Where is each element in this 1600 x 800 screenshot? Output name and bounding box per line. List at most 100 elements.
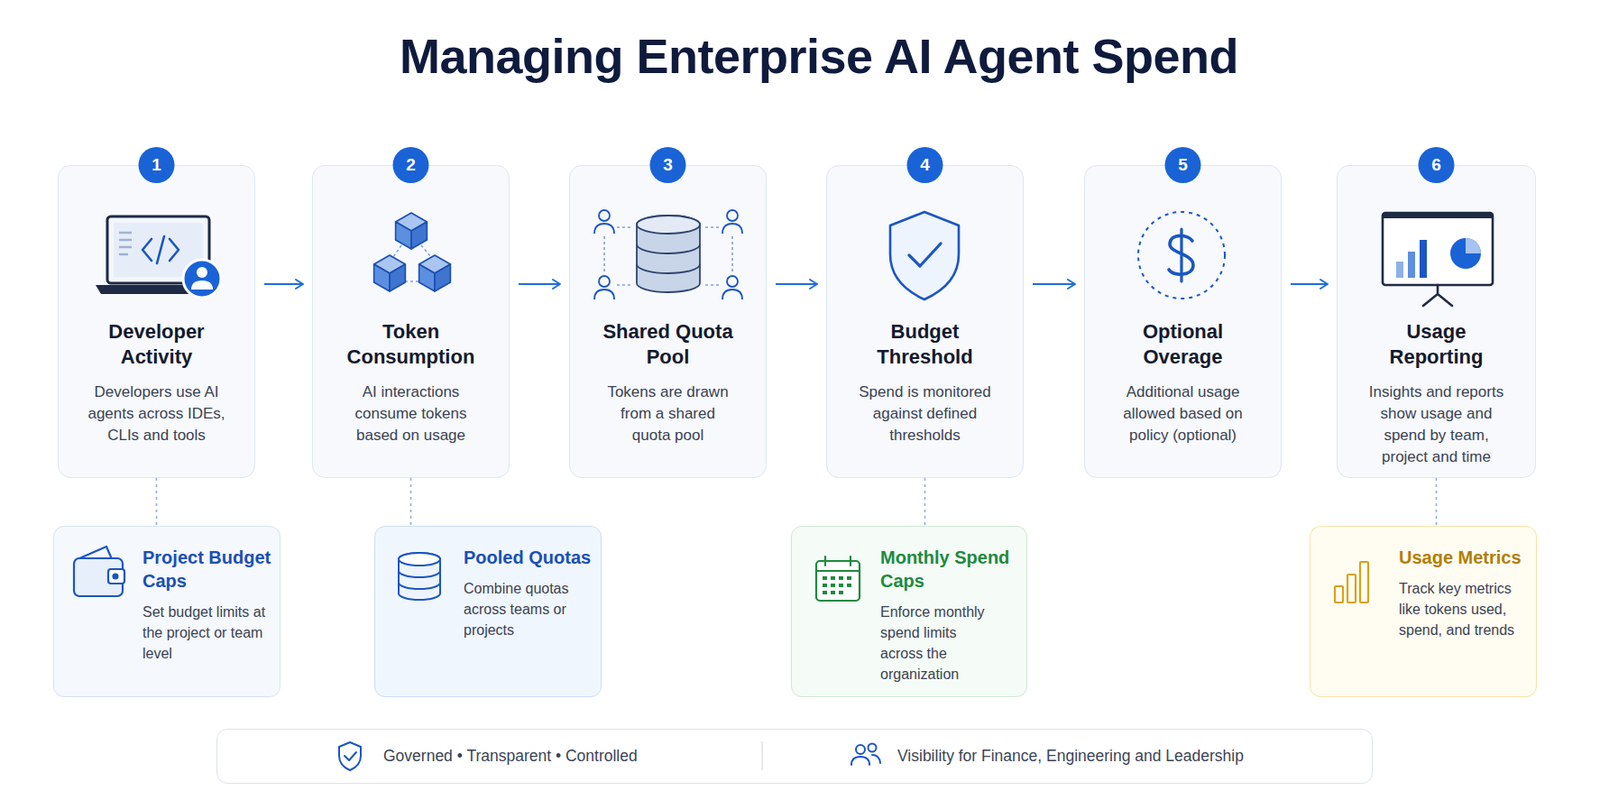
wallet-icon bbox=[73, 546, 125, 597]
calendar-icon-part-part bbox=[830, 590, 836, 595]
step-description: Tokens are drawn from a shared quota poo… bbox=[605, 381, 732, 447]
step-number-circles-part bbox=[907, 147, 944, 184]
control-heading: Project Budget Caps bbox=[142, 545, 275, 593]
presentation-icon bbox=[1382, 212, 1493, 306]
step-heading: Optional Overage bbox=[1114, 319, 1252, 370]
calendar-icon-part-part bbox=[838, 590, 844, 595]
control-box: Project Budget CapsSet budget limits at … bbox=[53, 525, 281, 698]
calendar-icon-part-part bbox=[838, 576, 844, 580]
footer-people-icon-part bbox=[868, 744, 877, 753]
presentation-icon-part bbox=[1382, 212, 1493, 286]
footer-separator bbox=[761, 741, 764, 771]
calendar-icon-part bbox=[822, 576, 852, 595]
database-people-icon-part-part bbox=[594, 223, 615, 234]
calendar-icon bbox=[816, 556, 860, 601]
footer-shield-icon-part bbox=[339, 742, 361, 771]
step-heading: Usage Reporting bbox=[1368, 319, 1506, 370]
shield-icon-part bbox=[909, 243, 941, 267]
footer-shield-icon-part bbox=[344, 752, 357, 761]
control-heading: Pooled Quotas bbox=[463, 545, 596, 570]
calendar-icon-part-part bbox=[846, 583, 852, 588]
calendar-icon-part-part bbox=[830, 583, 836, 588]
process-step-card: Budget ThresholdSpend is monitored again… bbox=[826, 165, 1024, 479]
database-people-icon-part bbox=[636, 215, 700, 293]
control-box: Monthly Spend CapsEnforce monthly spend … bbox=[790, 525, 1028, 698]
database-people-icon-part-part bbox=[722, 289, 743, 300]
database-people-icon-part bbox=[594, 210, 743, 300]
cubes-icon-part bbox=[411, 221, 427, 249]
database-icon bbox=[398, 552, 441, 600]
presentation-icon-part bbox=[1465, 238, 1481, 254]
shield-icon-part bbox=[890, 211, 959, 300]
step-number-circles-part bbox=[650, 147, 687, 184]
step-description: Developers use AI agents across IDEs, CL… bbox=[82, 381, 231, 447]
cubes-icon-part bbox=[393, 245, 432, 282]
cubes-icon-part bbox=[374, 264, 390, 292]
laptop-icon-part bbox=[119, 232, 132, 255]
calendar-icon-part bbox=[816, 560, 860, 601]
bar-chart-icon-part bbox=[1334, 586, 1343, 603]
dollar-icon bbox=[1138, 211, 1225, 299]
bar-chart-icon-part bbox=[1347, 574, 1356, 603]
wallet-icon-part bbox=[73, 558, 123, 597]
database-icon-part bbox=[398, 570, 441, 589]
dotted-connector bbox=[924, 478, 927, 526]
flow-arrow bbox=[518, 283, 561, 286]
calendar-icon-part-part bbox=[822, 590, 828, 595]
flow-arrow bbox=[775, 283, 818, 286]
presentation-icon-part bbox=[1450, 238, 1481, 269]
database-people-icon bbox=[594, 210, 743, 300]
footer-people-icon-part bbox=[851, 756, 870, 765]
laptop-icon-part bbox=[95, 285, 221, 295]
calendar-icon-part-part bbox=[822, 576, 828, 580]
step-heading: Shared Quota Pool bbox=[599, 319, 737, 370]
footer-people-icon-part bbox=[855, 744, 865, 755]
wallet-icon-part bbox=[77, 546, 112, 560]
process-step-card: Shared Quota PoolTokens are drawn from a… bbox=[569, 165, 767, 479]
cubes-icon-part bbox=[434, 264, 451, 292]
database-people-icon-part-part bbox=[598, 275, 610, 287]
calendar-icon-part-part bbox=[822, 583, 828, 588]
laptop-icon-part bbox=[191, 280, 213, 290]
cubes-icon-part bbox=[389, 264, 405, 292]
database-icon-part bbox=[398, 552, 441, 566]
cubes-icon-part bbox=[419, 264, 435, 292]
step-number-circles-part bbox=[393, 147, 430, 184]
cubes-icon bbox=[374, 212, 451, 292]
calendar-icon-part-part bbox=[838, 583, 844, 588]
database-people-icon-part bbox=[604, 227, 733, 286]
shield-icon bbox=[890, 211, 959, 300]
calendar-icon-part bbox=[816, 556, 860, 571]
control-box: Usage MetricsTrack key metrics like toke… bbox=[1309, 525, 1537, 698]
database-people-icon-part bbox=[636, 215, 700, 234]
step-description: Insights and reports show usage and spen… bbox=[1364, 381, 1509, 469]
database-people-icon-part-part bbox=[726, 275, 738, 287]
dollar-icon-part bbox=[1168, 235, 1194, 275]
control-description: Enforce monthly spend limits across the … bbox=[880, 601, 998, 685]
footer-shield-icon bbox=[339, 742, 361, 771]
presentation-icon-part bbox=[1396, 261, 1404, 278]
wallet-icon-part bbox=[108, 569, 125, 584]
step-description: Additional usage allowed based on policy… bbox=[1115, 381, 1251, 447]
presentation-icon-part bbox=[1407, 251, 1416, 278]
footer-people-icon bbox=[851, 744, 881, 766]
calendar-icon-part-part bbox=[846, 576, 852, 580]
database-people-icon-part-part bbox=[598, 210, 610, 221]
control-description: Track key metrics like tokens used, spen… bbox=[1398, 578, 1531, 641]
database-icon-part bbox=[398, 552, 441, 600]
database-people-icon-part-part bbox=[594, 289, 615, 300]
database-people-icon-part-part bbox=[722, 223, 743, 234]
flow-arrow bbox=[264, 283, 304, 286]
step-number-circles-part bbox=[1165, 147, 1202, 184]
laptop-icon-part bbox=[107, 216, 210, 284]
step-number-circles bbox=[138, 147, 1455, 184]
presentation-icon-part bbox=[1419, 239, 1427, 278]
dotted-connector bbox=[156, 478, 158, 526]
footer-text: Governed • Transparent • Controlled bbox=[383, 729, 638, 782]
step-number-circles-part bbox=[1418, 147, 1455, 184]
process-step-card: Token ConsumptionAI interactions consume… bbox=[312, 165, 510, 479]
database-people-icon-part bbox=[636, 244, 700, 274]
control-heading: Monthly Spend Caps bbox=[880, 545, 1016, 593]
